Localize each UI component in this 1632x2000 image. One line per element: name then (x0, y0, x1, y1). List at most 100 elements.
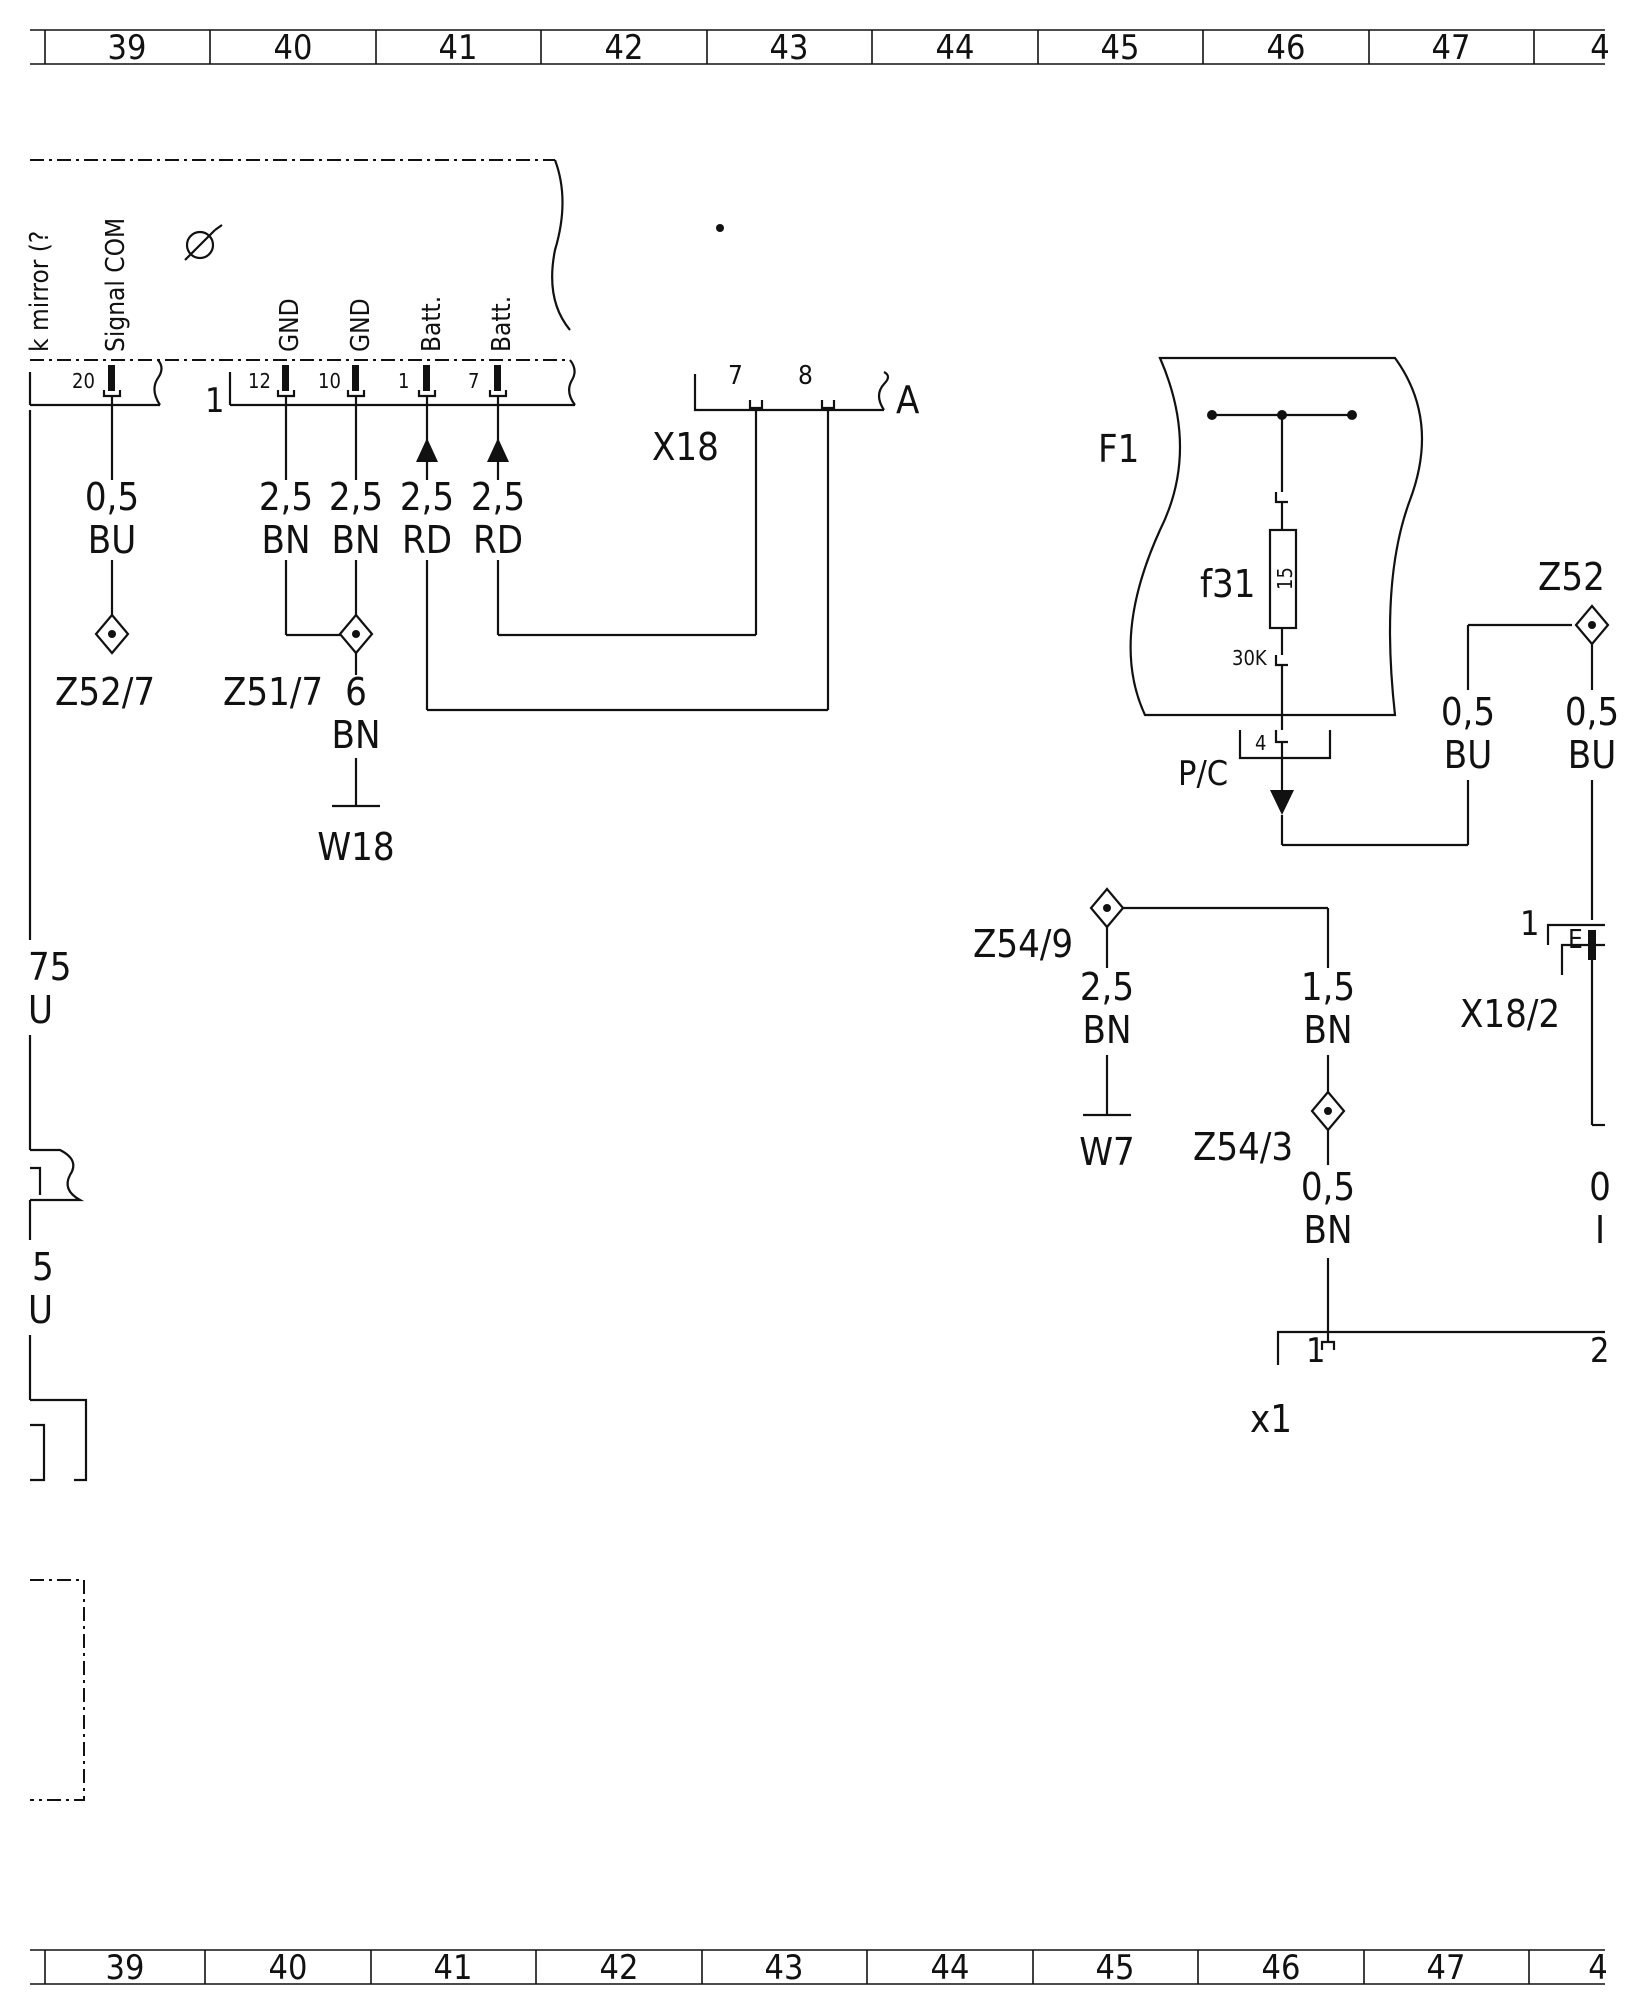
wire-color: RD (402, 518, 452, 562)
module-partial-label: k mirror (? (25, 231, 55, 352)
top-grid-ruler: 39 40 41 42 43 44 45 46 47 4 (30, 28, 1610, 68)
x18-pin-8: 8 (798, 361, 813, 391)
pin-number-signal: 20 (72, 369, 95, 393)
pin-label-signal-com: Signal COM (101, 218, 131, 352)
wire-size: 0,5 (85, 475, 139, 519)
fuse-box-f1: F1 15 f31 30K 4 P/C (1098, 356, 1470, 847)
pin-label-batt-2: Batt. (487, 296, 517, 352)
pin-sockets (102, 365, 508, 398)
x1-pin-1: 1 (1306, 1331, 1325, 1371)
splice-label: Z54/9 (973, 922, 1073, 966)
splice-label: Z52 (1538, 555, 1605, 599)
grid-col-45-bottom: 45 (1096, 1948, 1135, 1988)
wire-size: 5 (32, 1245, 54, 1289)
fuse-box-label: F1 (1098, 427, 1139, 471)
ground-label: W18 (317, 825, 394, 869)
pin-number-batt-2: 7 (468, 369, 479, 393)
grid-col-39: 39 (108, 28, 147, 68)
pin-number-gnd-2: 10 (318, 369, 341, 393)
connector-x18-2: 1 E X18/2 (1460, 904, 1605, 1127)
wire-w7: 2,5 BN (1080, 965, 1134, 1117)
grid-col-43: 43 (770, 28, 809, 68)
x18-suffix: A (896, 378, 920, 422)
wire-size: 0 (1589, 1165, 1611, 1209)
splice-z52: Z52 (1538, 555, 1610, 646)
wire-color: BN (331, 518, 380, 562)
fuse-supply: 30K (1232, 646, 1268, 670)
pin-label-gnd-1: GND (275, 298, 305, 352)
grid-col-47: 47 (1432, 28, 1471, 68)
wire-signal: 0,5 BU (85, 396, 139, 615)
splice-z51-7: Z51/7 (223, 613, 374, 714)
grid-col-48-partial: 4 (1590, 28, 1609, 68)
splice-z54-3: Z54/3 (1193, 1090, 1346, 1169)
wire-color: BN (261, 518, 310, 562)
wire-gnd-1: 2,5 BN (259, 396, 340, 637)
wire-size: 2,5 (1080, 965, 1134, 1009)
x1-label: x1 (1250, 1397, 1292, 1441)
x18-2-label: X18/2 (1460, 992, 1560, 1036)
wire-color: BN (1082, 1008, 1131, 1052)
pin-label-gnd-2: GND (346, 298, 376, 352)
connector-x1: 1 2 x1 (1250, 1330, 1609, 1441)
wire-color: BU (88, 518, 136, 562)
wire-color: BN (1303, 1008, 1352, 1052)
wire-batt-2: 2,5 RD (471, 396, 758, 637)
grid-col-43-bottom: 43 (765, 1948, 804, 1988)
splice-z52-7: Z52/7 (55, 613, 155, 714)
x18-2-letter: E (1568, 925, 1583, 955)
splice-label: Z52/7 (55, 670, 155, 714)
wire-color: BN (1303, 1208, 1352, 1252)
grid-col-40: 40 (274, 28, 313, 68)
wire-size: 75 (28, 945, 72, 989)
wire-color: U (28, 1288, 53, 1332)
wire-color: BU (1568, 733, 1616, 777)
grid-col-48-bottom-partial: 4 (1588, 1948, 1607, 1988)
wire-ground-6: 6 BN (331, 670, 381, 808)
fuse-label: f31 (1200, 562, 1256, 606)
rotation-symbol-icon (184, 224, 223, 261)
fuse-rating: 15 (1273, 567, 1297, 590)
splice-label: Z51/7 (223, 670, 323, 714)
right-edge-partial-wire: 0 I (1589, 1165, 1611, 1252)
bottom-grid-ruler: 39 40 41 42 43 44 45 46 47 4 (30, 1948, 1608, 1988)
x18-pin-7: 7 (728, 361, 743, 391)
grid-col-46: 46 (1267, 28, 1306, 68)
wire-x1: 0,5 BN (1301, 1165, 1355, 1332)
x1-pin-2: 2 (1590, 1331, 1609, 1371)
mirror-module: k mirror (? Signal COM GND GND Batt. Bat… (25, 159, 724, 421)
grid-col-42: 42 (605, 28, 644, 68)
fuse-pin: 4 (1255, 731, 1266, 755)
wire-color: U (28, 988, 53, 1032)
wire-color: RD (473, 518, 523, 562)
wire-size: 2,5 (329, 475, 383, 519)
x18-2-pin: 1 (1520, 904, 1539, 944)
ground-w7: W7 (1079, 1130, 1135, 1174)
grid-col-45: 45 (1101, 28, 1140, 68)
grid-col-41: 41 (439, 28, 478, 68)
wire-size: 1,5 (1301, 965, 1355, 1009)
grid-col-42-bottom: 42 (600, 1948, 639, 1988)
connector-x18: 7 8 A X18 (652, 361, 920, 469)
wire-size: 2,5 (259, 475, 313, 519)
splice-label: Z54/3 (1193, 1125, 1293, 1169)
grid-col-39-bottom: 39 (106, 1948, 145, 1988)
connector-index: 1 (205, 381, 224, 421)
splice-z54-9: Z54/9 (973, 887, 1330, 968)
x18-label: X18 (652, 425, 719, 469)
pin-label-batt-1: Batt. (417, 296, 447, 352)
grid-col-44-bottom: 44 (931, 1948, 970, 1988)
pin-number-batt-1: 1 (398, 369, 409, 393)
wire-gnd-2: 2,5 BN (329, 396, 383, 615)
ground-w18: W18 (317, 825, 394, 869)
wire-size: 0,5 (1565, 690, 1619, 734)
wire-color: BN (331, 713, 380, 757)
wire-fuse-out: 0,5 BU (1441, 623, 1572, 777)
wire-size: 2,5 (400, 475, 454, 519)
grid-col-46-bottom: 46 (1262, 1948, 1301, 1988)
grid-col-44: 44 (936, 28, 975, 68)
wire-batt-1: 2,5 RD (400, 396, 830, 712)
wire-color: BU (1444, 733, 1492, 777)
wire-z54-right: 1,5 BN (1301, 965, 1355, 1092)
